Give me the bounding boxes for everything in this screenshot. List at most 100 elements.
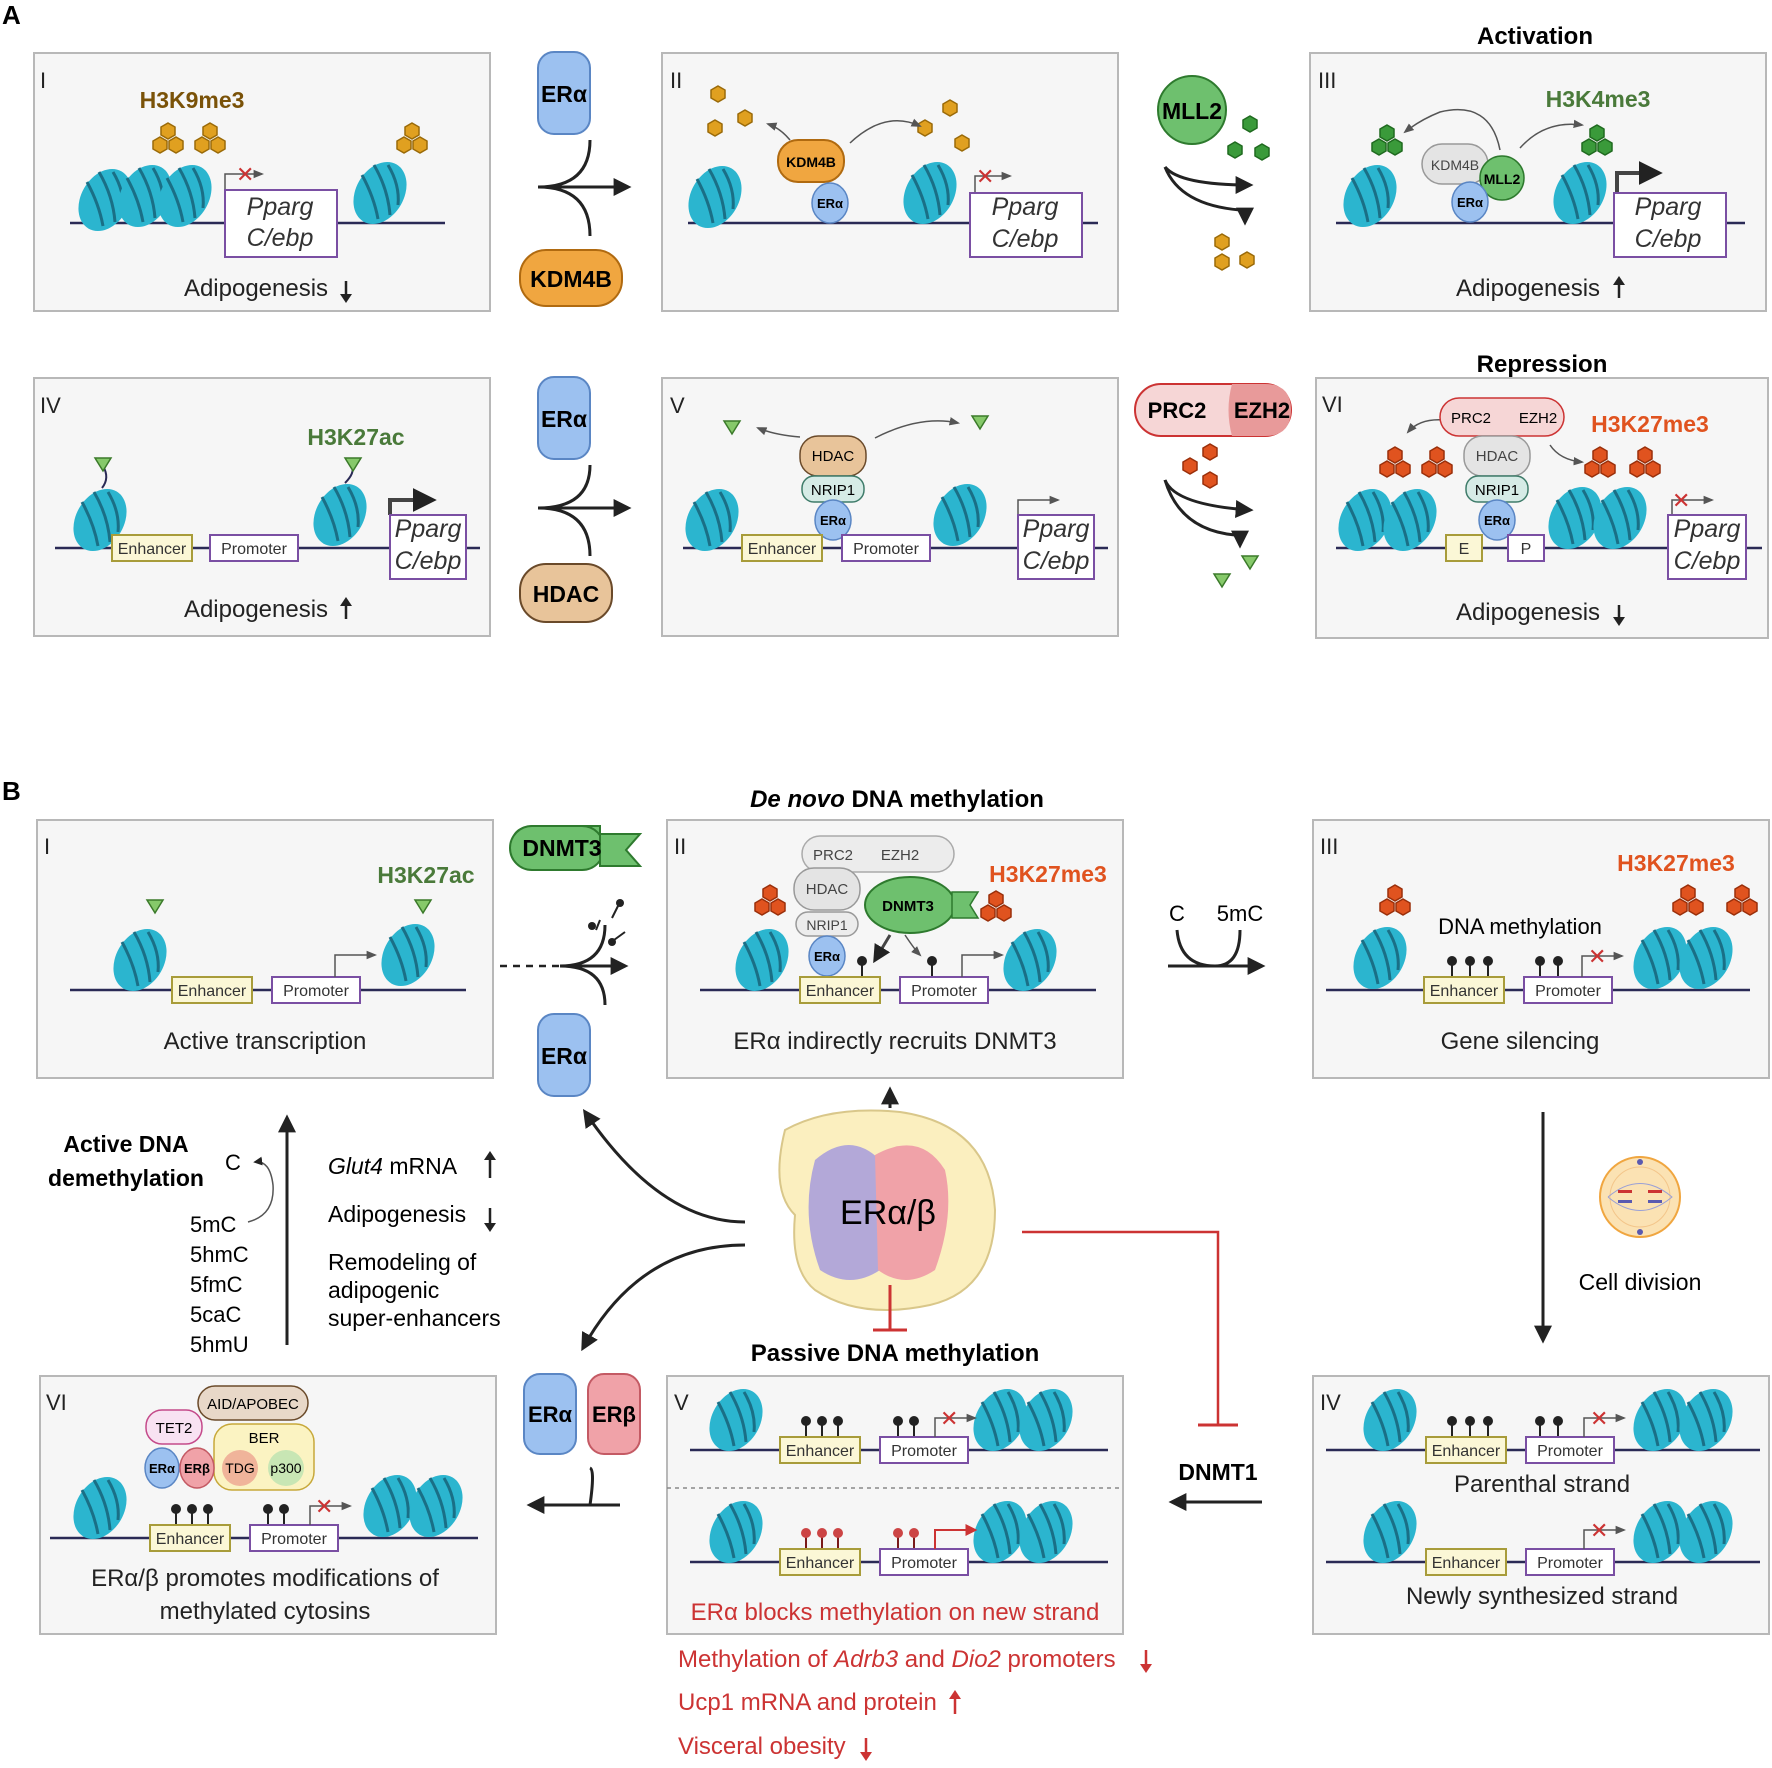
- svg-text:DNMT3: DNMT3: [882, 898, 934, 915]
- svg-text:Pparg: Pparg: [247, 193, 314, 221]
- heading-denovo: De novo DNA methylation: [750, 786, 1044, 813]
- svg-text:H3K27ac: H3K27ac: [377, 862, 474, 888]
- svg-text:MLL2: MLL2: [1162, 98, 1222, 124]
- heading-activation: Activation: [1477, 23, 1593, 50]
- svg-text:Pparg: Pparg: [1635, 193, 1702, 221]
- svg-text:C/ebp: C/ebp: [992, 225, 1059, 253]
- svg-text:Enhancer: Enhancer: [156, 1531, 225, 1548]
- svg-text:Enhancer: Enhancer: [786, 1443, 855, 1460]
- svg-text:ERα/β: ERα/β: [840, 1194, 936, 1232]
- svg-text:Remodeling of: Remodeling of: [328, 1249, 477, 1275]
- svg-text:Promoter: Promoter: [891, 1443, 957, 1460]
- svg-text:P: P: [1521, 541, 1532, 558]
- svg-text:✕: ✕: [1590, 1406, 1608, 1431]
- svg-text:TET2: TET2: [156, 1420, 193, 1437]
- svg-text:ERα: ERα: [541, 81, 587, 107]
- svg-text:KDM4B: KDM4B: [1431, 157, 1479, 173]
- svg-text:ERα: ERα: [149, 1461, 175, 1476]
- heading-repression: Repression: [1477, 351, 1608, 378]
- svg-text:Parenthal strand: Parenthal strand: [1454, 1471, 1630, 1498]
- effects-list: Methylation of Adrb3 and Dio2 promoters …: [678, 1646, 1152, 1761]
- svg-text:C/ebp: C/ebp: [395, 547, 462, 575]
- svg-text:V: V: [674, 1390, 689, 1415]
- svg-text:Promoter: Promoter: [1537, 1443, 1603, 1460]
- svg-text:C/ebp: C/ebp: [1023, 547, 1090, 575]
- panel-a-iii: III H3K4me3 KDM4B MLL2 ERα Pparg C/ebp A…: [1309, 52, 1767, 312]
- svg-text:ERα: ERα: [541, 406, 587, 432]
- svg-text:✕: ✕: [976, 164, 994, 189]
- panel-a-iv: IV H3K27ac Enhancer Promoter Pparg C/ebp…: [33, 377, 491, 637]
- svg-text:DNA methylation: DNA methylation: [1438, 914, 1602, 939]
- svg-text:VI: VI: [46, 1390, 67, 1415]
- svg-text:HDAC: HDAC: [533, 581, 599, 607]
- svg-text:II: II: [674, 834, 686, 859]
- panel-letter-b: B: [2, 776, 21, 806]
- svg-text:PRC2: PRC2: [1148, 398, 1207, 423]
- svg-text:ERα/β promotes modifications o: ERα/β promotes modifications of: [91, 1565, 439, 1592]
- panel-b-iii: III H3K27me3 DNA methylation Enhancer Pr…: [1312, 819, 1770, 1079]
- svg-text:✕: ✕: [315, 1494, 333, 1519]
- panel-b-v: V Enhancer Promoter ✕ Enhancer Promoter …: [666, 1375, 1124, 1635]
- panel-letter-a: A: [2, 0, 21, 30]
- panel-a-v: V HDAC NRIP1 ERα Enhancer Promoter Pparg…: [661, 377, 1119, 637]
- svg-text:Pparg: Pparg: [992, 193, 1059, 221]
- svg-text:p300: p300: [270, 1460, 301, 1476]
- svg-text:✕: ✕: [1672, 488, 1690, 513]
- svg-text:PRC2: PRC2: [1451, 410, 1491, 427]
- svg-text:Enhancer: Enhancer: [1432, 1443, 1501, 1460]
- panel-b-iv: IV Enhancer Promoter ✕ Parenthal strand …: [1312, 1375, 1770, 1635]
- svg-text:KDM4B: KDM4B: [786, 154, 836, 170]
- svg-text:ERβ: ERβ: [592, 1402, 636, 1427]
- svg-text:Glut4 mRNA: Glut4 mRNA: [328, 1153, 458, 1179]
- svg-text:DNMT3: DNMT3: [522, 835, 601, 861]
- svg-text:Adipogenesis: Adipogenesis: [184, 275, 328, 302]
- svg-text:5hmU: 5hmU: [190, 1332, 249, 1357]
- mark-h3k9me3: H3K9me3: [140, 87, 245, 113]
- svg-text:Promoter: Promoter: [1537, 1555, 1603, 1572]
- svg-text:Cell division: Cell division: [1579, 1269, 1702, 1295]
- mark-h3k27me3: H3K27me3: [1591, 411, 1709, 437]
- svg-text:MLL2: MLL2: [1484, 171, 1521, 187]
- arrow-b-methylation: C 5mC: [1168, 901, 1266, 975]
- svg-text:Pparg: Pparg: [1023, 515, 1090, 543]
- svg-text:Promoter: Promoter: [891, 1555, 957, 1572]
- svg-text:Enhancer: Enhancer: [1432, 1555, 1501, 1572]
- panel-a-i: I H3K9me3 ✕ Pparg C/ebp Adipogenesis: [33, 52, 491, 312]
- svg-text:Promoter: Promoter: [283, 983, 349, 1000]
- svg-text:ERα: ERα: [1484, 513, 1510, 528]
- svg-text:HDAC: HDAC: [1476, 448, 1519, 465]
- panel-a-vi: VI H3K27me3 PRC2 EZH2 HDAC NRIP1 ERα E P…: [1315, 377, 1769, 639]
- arrow-a-4: PRC2 EZH2: [1134, 383, 1292, 588]
- svg-text:Enhancer: Enhancer: [1430, 983, 1499, 1000]
- svg-text:Enhancer: Enhancer: [748, 541, 817, 558]
- svg-text:III: III: [1320, 834, 1338, 859]
- svg-text:Adipogenesis: Adipogenesis: [184, 596, 328, 623]
- svg-text:Adipogenesis: Adipogenesis: [328, 1201, 466, 1227]
- svg-text:V: V: [670, 393, 685, 418]
- svg-text:HDAC: HDAC: [806, 881, 849, 898]
- svg-text:VI: VI: [1322, 392, 1343, 417]
- heading-passive: Passive DNA methylation: [751, 1340, 1040, 1367]
- svg-text:Promoter: Promoter: [853, 541, 919, 558]
- svg-text:HDAC: HDAC: [812, 448, 855, 465]
- svg-text:H3K27me3: H3K27me3: [1617, 850, 1735, 876]
- svg-text:Ucp1 mRNA and protein: Ucp1 mRNA and protein: [678, 1689, 937, 1716]
- svg-text:IV: IV: [40, 393, 61, 418]
- svg-text:✕: ✕: [1590, 1518, 1608, 1543]
- svg-text:Enhancer: Enhancer: [178, 983, 247, 1000]
- svg-text:BER: BER: [249, 1430, 280, 1447]
- arrow-a-2: MLL2: [1157, 75, 1270, 271]
- svg-text:C: C: [1169, 901, 1185, 926]
- svg-text:demethylation: demethylation: [48, 1165, 204, 1191]
- demethylation-labels: Active DNA demethylation C 5mC 5hmC 5fmC…: [48, 1114, 501, 1357]
- svg-text:C: C: [225, 1150, 241, 1175]
- svg-text:IV: IV: [1320, 1390, 1341, 1415]
- svg-text:5mC: 5mC: [190, 1212, 237, 1237]
- panel-b-i: I H3K27ac Enhancer Promoter Active trans…: [36, 819, 494, 1079]
- arrow-a-1: ERα KDM4B: [519, 51, 632, 307]
- svg-text:E: E: [1459, 541, 1470, 558]
- svg-text:NRIP1: NRIP1: [806, 917, 847, 933]
- panel-b-ii: II H3K27me3 PRC2 EZH2 HDAC DNMT3 NRIP1 E…: [666, 819, 1124, 1079]
- panel-a-ii: II KDM4B ERα ✕ Pparg C/ebp: [661, 52, 1119, 312]
- svg-text:C/ebp: C/ebp: [1635, 225, 1702, 253]
